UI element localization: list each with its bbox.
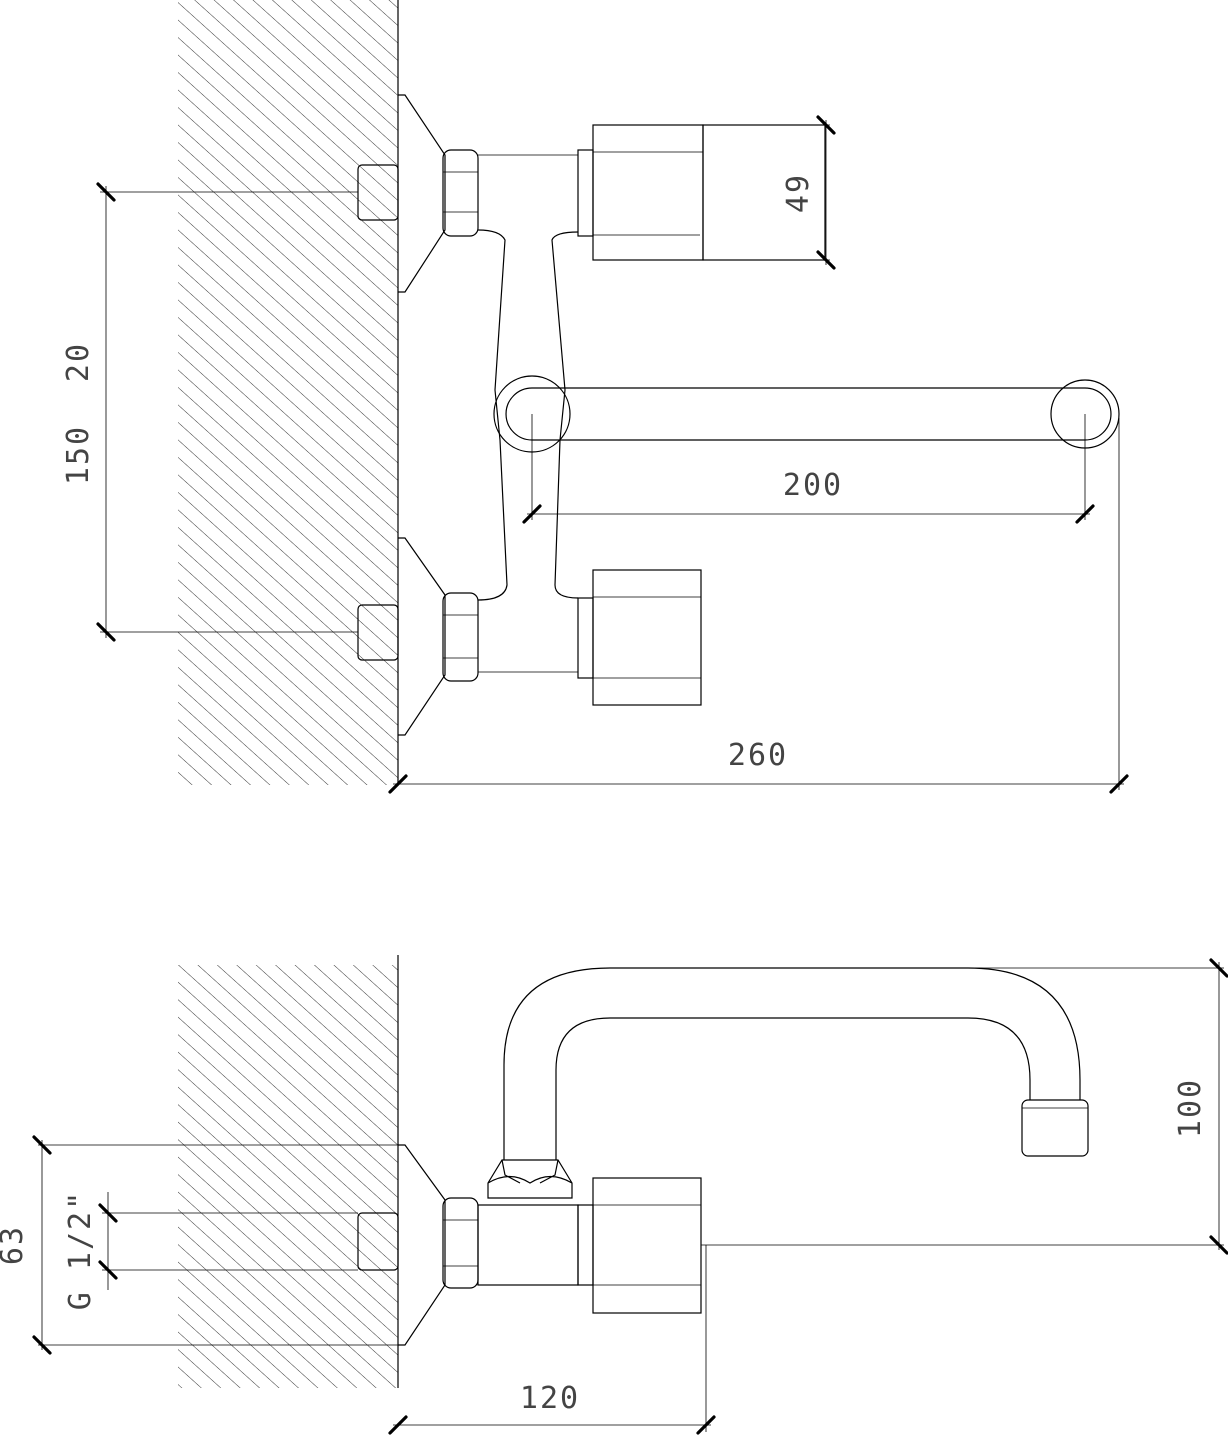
lower-connector (357, 537, 594, 736)
spout-nut (487, 1159, 573, 1199)
dimension-thread-label: G 1/2" (63, 1190, 98, 1310)
lower-handle (592, 569, 702, 706)
dimension-200-label: 200 (783, 468, 843, 503)
dimension-49: 49 (703, 115, 836, 270)
side-view: 100 63 G 1/2" 120 (0, 955, 1228, 1435)
top-view: 49 150 20 200 260 (61, 0, 1129, 794)
spout-side (503, 967, 1081, 1160)
dimension-100-label: 100 (1173, 1078, 1208, 1138)
aerator (1021, 1099, 1089, 1157)
dimension-120: 120 (388, 1245, 716, 1435)
mixer-body (477, 229, 579, 601)
dimension-120-label: 120 (520, 1381, 580, 1416)
dimension-thread: G 1/2" (63, 1190, 358, 1310)
wall-hatch-top (178, 0, 398, 785)
dimension-260: 260 (388, 418, 1129, 794)
dimension-49-label: 49 (781, 173, 816, 213)
dimension-150-label: 150 (61, 425, 96, 485)
dimension-150: 150 20 (61, 182, 358, 642)
dimension-63-label: 63 (0, 1225, 30, 1265)
dimension-100: 100 (701, 958, 1228, 1255)
dimension-260-label: 260 (728, 738, 788, 773)
dimension-20-label: 20 (61, 342, 96, 382)
side-handle (592, 1177, 702, 1314)
dimension-200: 200 (522, 414, 1095, 524)
spout-top (493, 375, 1120, 453)
dimension-63: 63 (0, 1135, 405, 1355)
upper-connector (357, 94, 594, 293)
wall-hatch-side (178, 965, 398, 1388)
